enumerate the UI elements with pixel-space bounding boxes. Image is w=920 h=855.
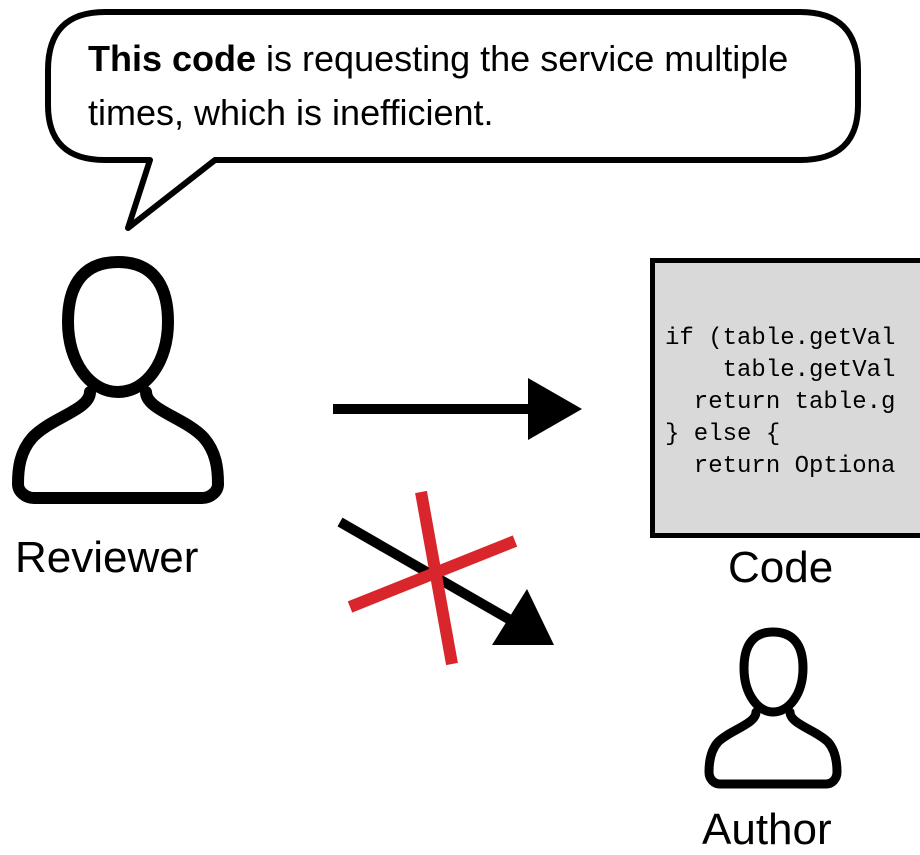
reviewer-person-icon [12, 256, 224, 504]
code-line: if (table.getVal [665, 325, 896, 352]
reviewer-head [62, 256, 174, 398]
author-body [704, 707, 842, 789]
author-head [739, 627, 808, 717]
speech-bubble [45, 9, 861, 231]
code-line: table.getVal [665, 357, 896, 384]
red-x-cross-icon [347, 490, 518, 666]
reviewer-label: Reviewer [15, 533, 199, 582]
author-person-icon [704, 627, 842, 789]
reviewer-body [12, 386, 224, 504]
code-line: } else { [665, 421, 781, 448]
arrow-to-code [333, 378, 582, 440]
author-label: Author [702, 805, 832, 854]
speech-bubble-bold-text: This code [88, 38, 257, 79]
speech-bubble-rest-text: is requesting the service multiple times… [88, 38, 789, 133]
code-label: Code [728, 543, 834, 592]
speech-bubble-text: This code is requesting the service mult… [88, 32, 828, 140]
code-line: return table.g [665, 389, 896, 416]
code-panel: if (table.getVal table.getVal return tab… [650, 258, 920, 538]
code-line: return Optiona [665, 453, 896, 480]
code-snippet: if (table.getVal table.getVal return tab… [665, 323, 895, 483]
